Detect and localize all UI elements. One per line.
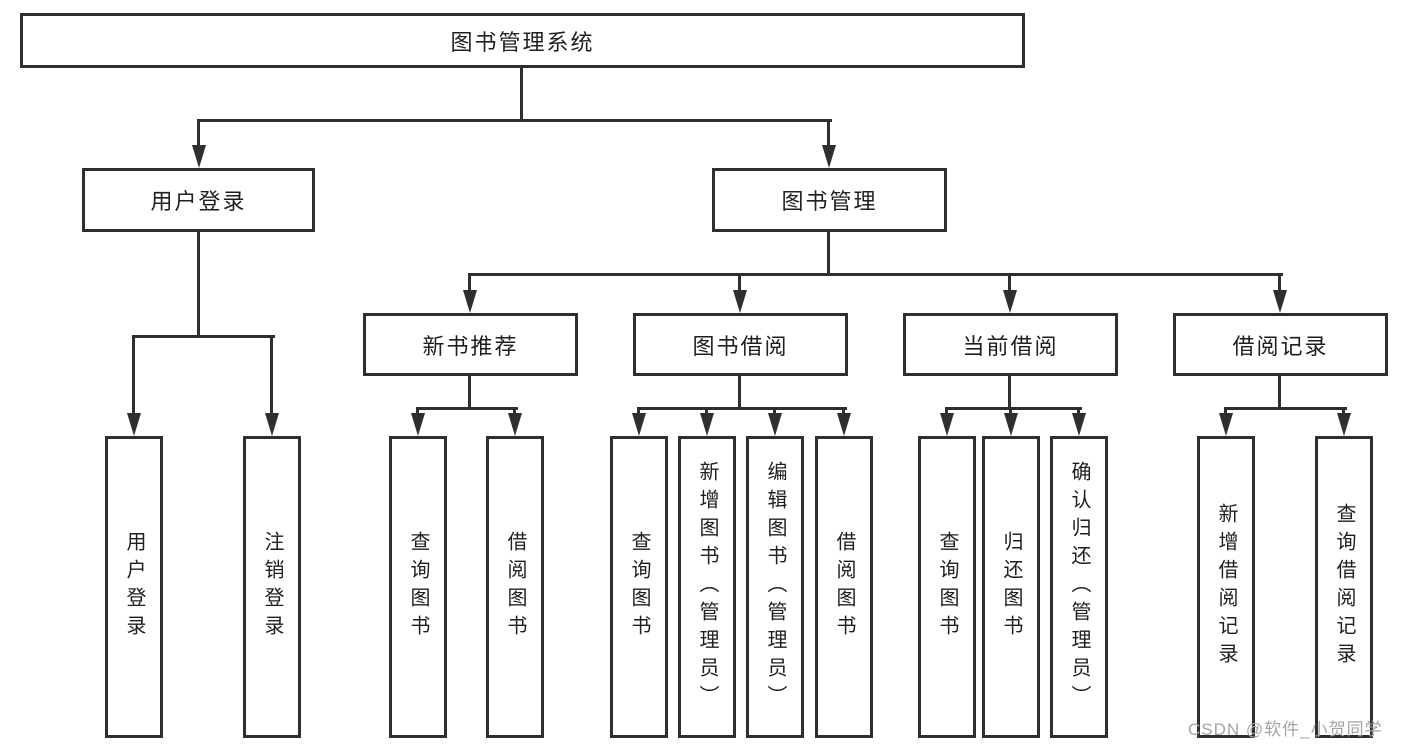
node-library-system: 图书管理系统 bbox=[20, 13, 1025, 68]
node-label: 当前借阅 bbox=[962, 333, 1059, 359]
node-confirm-return-admin: 确认归还（管理员） bbox=[1050, 436, 1108, 738]
node-add-books-admin: 新增图书（管理员） bbox=[678, 436, 736, 738]
connector-root-stem bbox=[520, 68, 523, 119]
node-label: 图书管理 bbox=[781, 189, 878, 214]
node-label: 借阅图书 bbox=[833, 531, 855, 643]
node-label: 图书管理系统 bbox=[450, 29, 595, 55]
arrow-down-icon bbox=[1219, 413, 1233, 436]
arrow-down-icon bbox=[940, 413, 954, 436]
node-current-borrowing: 当前借阅 bbox=[903, 313, 1118, 376]
node-borrow-books: 借阅图书 bbox=[815, 436, 873, 738]
connector-drop-records bbox=[1278, 273, 1281, 295]
connector-userlogin-stem bbox=[197, 232, 200, 337]
arrow-down-icon bbox=[463, 290, 477, 313]
arrow-down-icon bbox=[822, 145, 836, 168]
node-user-login-leaf: 用户登录 bbox=[105, 436, 163, 738]
node-label: 借阅图书 bbox=[504, 531, 526, 643]
node-label: 用户登录 bbox=[123, 531, 145, 643]
arrow-down-icon bbox=[508, 413, 522, 436]
arrow-down-icon bbox=[1003, 290, 1017, 313]
arrow-down-icon bbox=[265, 413, 279, 436]
connector-records-stem bbox=[1278, 376, 1281, 410]
connector-borrow-stem bbox=[738, 376, 741, 410]
node-query-books-current: 查询图书 bbox=[918, 436, 976, 738]
connector-drop-logout bbox=[270, 335, 273, 417]
csdn-watermark: CSDN @软件_小贺同学 bbox=[1188, 720, 1383, 739]
arrow-down-icon bbox=[837, 413, 851, 436]
connector-drop-user-login bbox=[197, 119, 200, 151]
arrow-down-icon bbox=[1273, 290, 1287, 313]
node-query-books-recommend: 查询图书 bbox=[389, 436, 447, 738]
node-label: 查询图书 bbox=[628, 531, 650, 643]
connector-userlogin-branch bbox=[132, 335, 275, 338]
arrow-down-icon bbox=[700, 413, 714, 436]
connector-newbook-branch bbox=[416, 407, 518, 410]
connector-current-stem bbox=[1008, 376, 1011, 410]
node-add-borrow-record: 新增借阅记录 bbox=[1197, 436, 1255, 738]
node-label: 确认归还（管理员） bbox=[1068, 461, 1090, 713]
connector-records-branch bbox=[1224, 407, 1347, 410]
connector-current-branch bbox=[945, 407, 1082, 410]
arrow-down-icon bbox=[127, 413, 141, 436]
connector-drop-book-mgmt bbox=[827, 119, 830, 151]
arrow-down-icon bbox=[632, 413, 646, 436]
node-borrow-records: 借阅记录 bbox=[1173, 313, 1388, 376]
node-label: 新增图书（管理员） bbox=[696, 461, 718, 713]
arrow-down-icon bbox=[411, 413, 425, 436]
node-logout: 注销登录 bbox=[243, 436, 301, 738]
arrow-down-icon bbox=[1004, 413, 1018, 436]
connector-drop-login bbox=[132, 335, 135, 417]
node-label: 新书推荐 bbox=[422, 333, 519, 359]
node-label: 归还图书 bbox=[1000, 531, 1022, 643]
connector-drop-newbook bbox=[468, 273, 471, 295]
node-label: 查询图书 bbox=[936, 531, 958, 643]
node-label: 编辑图书（管理员） bbox=[764, 461, 786, 713]
node-book-management: 图书管理 bbox=[712, 168, 947, 232]
node-user-login: 用户登录 bbox=[82, 168, 315, 232]
node-label: 新增借阅记录 bbox=[1215, 503, 1237, 671]
node-book-borrowing: 图书借阅 bbox=[633, 313, 848, 376]
arrow-down-icon bbox=[192, 145, 206, 168]
connector-newbook-stem bbox=[468, 376, 471, 410]
node-edit-books-admin: 编辑图书（管理员） bbox=[746, 436, 804, 738]
connector-root-branch bbox=[197, 119, 832, 122]
node-label: 注销登录 bbox=[261, 531, 283, 643]
connector-bookmgmt-branch bbox=[468, 273, 1283, 276]
node-return-books: 归还图书 bbox=[982, 436, 1040, 738]
node-borrow-books-recommend: 借阅图书 bbox=[486, 436, 544, 738]
arrow-down-icon bbox=[1337, 413, 1351, 436]
node-query-borrow-record: 查询借阅记录 bbox=[1315, 436, 1373, 738]
connector-borrow-branch bbox=[637, 407, 847, 410]
arrow-down-icon bbox=[733, 290, 747, 313]
node-label: 查询图书 bbox=[407, 531, 429, 643]
node-query-books-borrow: 查询图书 bbox=[610, 436, 668, 738]
node-new-book-recommend: 新书推荐 bbox=[363, 313, 578, 376]
node-label: 借阅记录 bbox=[1232, 333, 1329, 359]
connector-drop-borrow bbox=[738, 273, 741, 295]
connector-drop-current bbox=[1008, 273, 1011, 295]
connector-bookmgmt-stem bbox=[827, 232, 830, 276]
node-label: 图书借阅 bbox=[692, 333, 789, 359]
arrow-down-icon bbox=[768, 413, 782, 436]
arrow-down-icon bbox=[1072, 413, 1086, 436]
node-label: 用户登录 bbox=[150, 189, 247, 214]
node-label: 查询借阅记录 bbox=[1333, 503, 1355, 671]
